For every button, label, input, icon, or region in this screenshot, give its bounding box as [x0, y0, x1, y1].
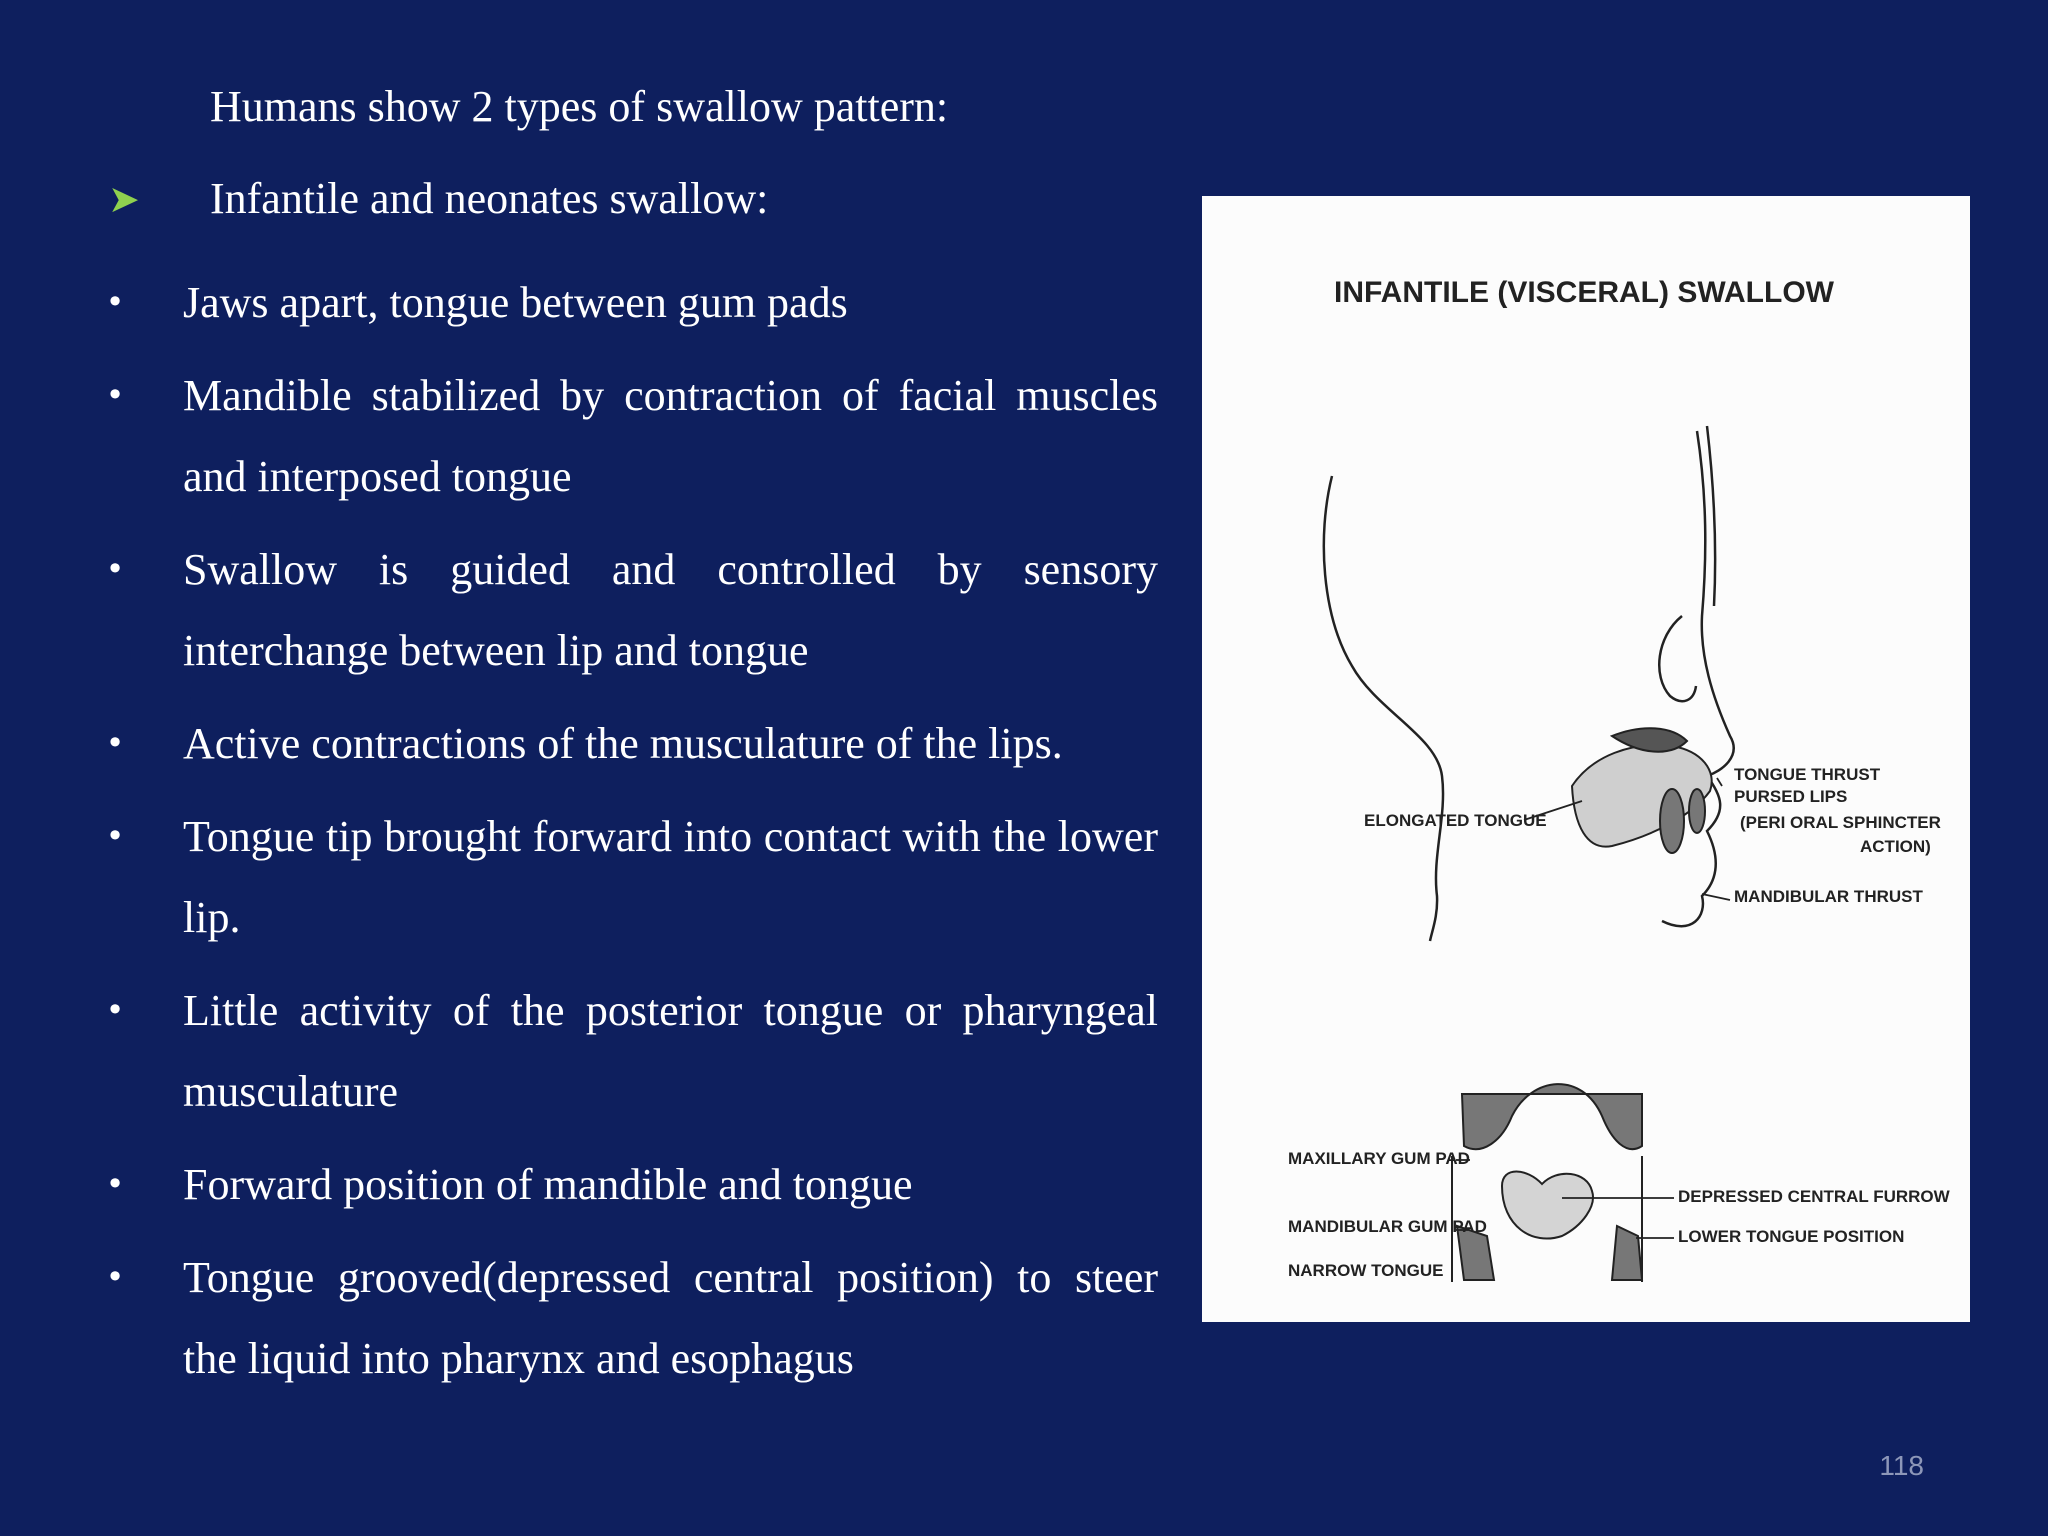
label-tongue-thrust: TONGUE THRUST [1734, 765, 1881, 784]
label-peri-oral-2: ACTION) [1860, 837, 1931, 856]
bullet-item: • Forward position of mandible and tongu… [100, 1144, 1158, 1225]
label-lower-tongue-position: LOWER TONGUE POSITION [1678, 1227, 1904, 1246]
bullet-dot-icon: • [105, 1165, 125, 1203]
bullet-dot-icon: • [105, 817, 125, 855]
label-mandibular-gum-pad: MANDIBULAR GUM PAD [1288, 1217, 1487, 1236]
bullet-item: • Active contractions of the musculature… [100, 703, 1158, 784]
figure-illustration: INFANTILE (VISCERAL) SWALLOW [1288, 276, 1951, 1282]
page-number: 118 [1879, 1450, 1924, 1481]
bullet-text: Swallow is guided and controlled by sens… [183, 545, 1158, 675]
side-profile-drawing [1322, 425, 1735, 942]
bullet-item: • Swallow is guided and controlled by se… [100, 529, 1158, 691]
cross-section-leaders [1456, 1159, 1674, 1239]
bullet-item: • Tongue tip brought forward into contac… [100, 796, 1158, 958]
bullet-dot-icon: • [105, 550, 125, 588]
bullet-dot-icon: • [105, 991, 125, 1029]
label-depressed-central-furrow: DEPRESSED CENTRAL FURROW [1678, 1187, 1951, 1206]
subhead-text: Infantile and neonates swallow: [210, 174, 769, 223]
bullet-text: Forward position of mandible and tongue [183, 1160, 913, 1209]
tongue-shape [1570, 727, 1713, 854]
bullet-text: Little activity of the posterior tongue … [183, 986, 1158, 1116]
label-narrow-tongue: NARROW TONGUE [1288, 1261, 1444, 1280]
intro-text: Humans show 2 types of swallow pattern: [210, 82, 949, 131]
cross-section-drawing [1451, 1083, 1644, 1282]
label-peri-oral-1: (PERI ORAL SPHINCTER [1740, 813, 1941, 832]
leader-lines [1523, 777, 1731, 901]
bullet-text: Active contractions of the musculature o… [183, 719, 1063, 768]
infantile-swallow-figure: INFANTILE (VISCERAL) SWALLOW [1202, 196, 1970, 1322]
bullet-text: Jaws apart, tongue between gum pads [183, 278, 848, 327]
bullet-item: • Tongue grooved(depressed central posit… [100, 1237, 1158, 1399]
bullet-item: • Mandible stabilized by contraction of … [100, 355, 1158, 517]
bullet-dot-icon: • [105, 376, 125, 414]
label-maxillary-gum-pad: MAXILLARY GUM PAD [1288, 1149, 1470, 1168]
bullet-item: • Jaws apart, tongue between gum pads [100, 262, 1158, 343]
bullet-dot-icon: • [105, 1258, 125, 1296]
label-mandibular-thrust: MANDIBULAR THRUST [1734, 887, 1923, 906]
arrow-bullet-icon: ➤ [108, 177, 140, 221]
figure-title: INFANTILE (VISCERAL) SWALLOW [1334, 276, 1835, 309]
bullet-text: Tongue tip brought forward into contact … [183, 812, 1158, 942]
bullet-text: Tongue grooved(depressed central positio… [183, 1253, 1158, 1383]
label-elongated-tongue: ELONGATED TONGUE [1364, 811, 1547, 830]
label-pursed-lips: PURSED LIPS [1734, 787, 1847, 806]
bullet-dot-icon: • [105, 724, 125, 762]
bullet-item: • Little activity of the posterior tongu… [100, 970, 1158, 1132]
bullet-text: Mandible stabilized by contraction of fa… [183, 371, 1158, 501]
bullet-dot-icon: • [105, 283, 125, 321]
bullet-list: • Jaws apart, tongue between gum pads • … [100, 262, 1158, 1411]
